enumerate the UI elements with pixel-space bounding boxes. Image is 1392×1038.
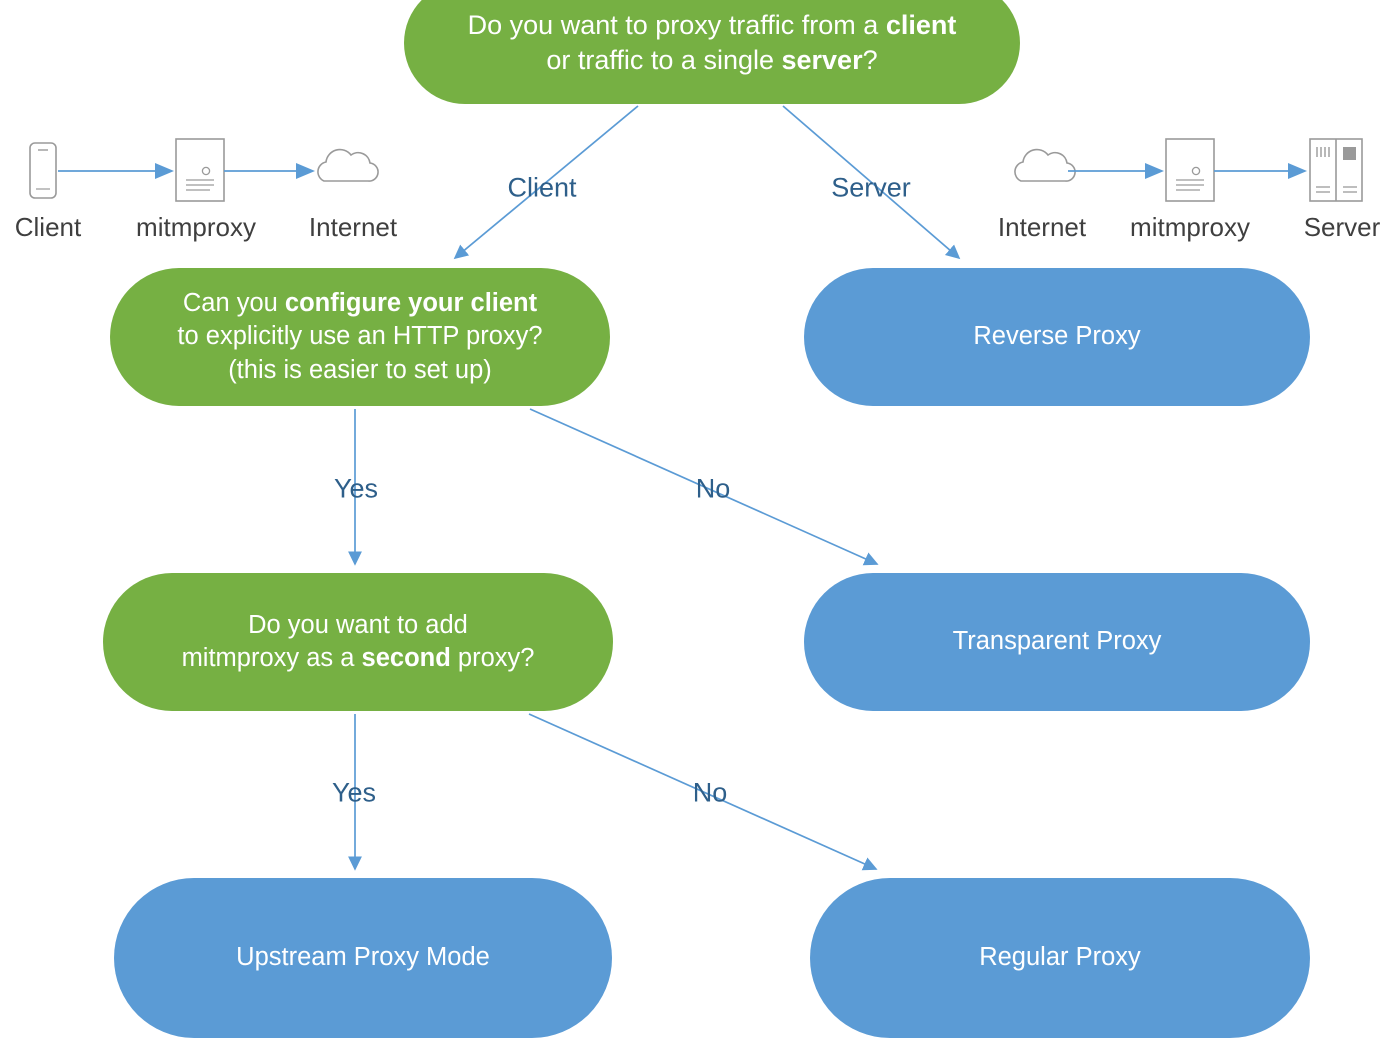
decision-node-configure-client[interactable]: Can you configure your client to explicit… [110, 268, 610, 406]
icon-group-client-flow: Client mitmproxy Internet [0, 136, 400, 248]
decision-node-proxy-direction[interactable]: Do you want to proxy traffic from a clie… [404, 0, 1020, 104]
result-node-regular-proxy[interactable]: Regular Proxy [810, 878, 1310, 1038]
edge-label-yes-second: Yes [331, 777, 377, 808]
edge-label-no-configure: No [695, 473, 731, 504]
cloud-icon [317, 148, 379, 182]
root-line1-a: Do you want to proxy traffic from a [467, 9, 886, 40]
result-node-transparent-proxy-label: Transparent Proxy [952, 627, 1162, 656]
result-node-transparent-proxy[interactable]: Transparent Proxy [804, 573, 1310, 711]
configure-line2: to explicitly use an HTTP proxy? [177, 322, 543, 351]
result-node-upstream-proxy-mode[interactable]: Upstream Proxy Mode [114, 878, 612, 1038]
icon-caption-internet-left: Internet [308, 212, 398, 242]
document-icon [175, 138, 225, 202]
arrow-right-icon-2 [1214, 163, 1307, 179]
icon-caption-client: Client [14, 212, 82, 242]
result-node-reverse-proxy-label: Reverse Proxy [973, 322, 1141, 351]
root-line2-c: ? [862, 45, 878, 75]
edge-label-server: Server [831, 172, 911, 203]
icon-caption-mitmproxy-right: mitmproxy [1130, 212, 1250, 242]
root-line1-b: client [885, 9, 957, 40]
document-icon [1165, 138, 1215, 202]
server-rack-icon [1309, 138, 1363, 202]
decision-node-configure-client-text: Can you configure your client to explicit… [136, 287, 584, 386]
arrow-right-icon-2 [224, 163, 315, 179]
icon-caption-mitmproxy-left: mitmproxy [136, 212, 256, 242]
icon-caption-internet-right: Internet [997, 212, 1087, 242]
configure-line3: (this is easier to set up) [228, 355, 492, 384]
cloud-icon [1014, 148, 1076, 182]
edge-label-yes-configure: Yes [333, 473, 379, 504]
second-line2-b: second [361, 644, 451, 672]
result-node-upstream-proxy-mode-label: Upstream Proxy Mode [236, 943, 490, 972]
phone-icon [29, 142, 57, 199]
icon-group-server-flow: Internet mitmproxy Server [990, 136, 1390, 248]
arrow-right-icon-1 [1068, 163, 1164, 179]
configure-line1-b: configure your client [284, 289, 538, 318]
icon-caption-server: Server [1303, 212, 1381, 242]
configure-line1-a: Can you [182, 289, 285, 318]
root-line2-a: or traffic to a single [546, 45, 782, 75]
result-node-regular-proxy-label: Regular Proxy [979, 943, 1141, 972]
icon-group-server-flow-art [1014, 138, 1363, 202]
decision-node-proxy-direction-text: Do you want to proxy traffic from a clie… [430, 8, 994, 78]
arrow-right-icon-1 [58, 163, 174, 179]
second-line2-c: proxy? [450, 644, 535, 672]
edge-label-no-second: No [692, 777, 728, 808]
second-line1: Do you want to add [248, 610, 468, 639]
edge-label-client: Client [507, 172, 577, 203]
root-line2-b: server [781, 45, 863, 75]
result-node-reverse-proxy[interactable]: Reverse Proxy [804, 268, 1310, 406]
second-line2-a: mitmproxy as a [181, 644, 362, 672]
icon-group-client-flow-art [29, 138, 379, 202]
